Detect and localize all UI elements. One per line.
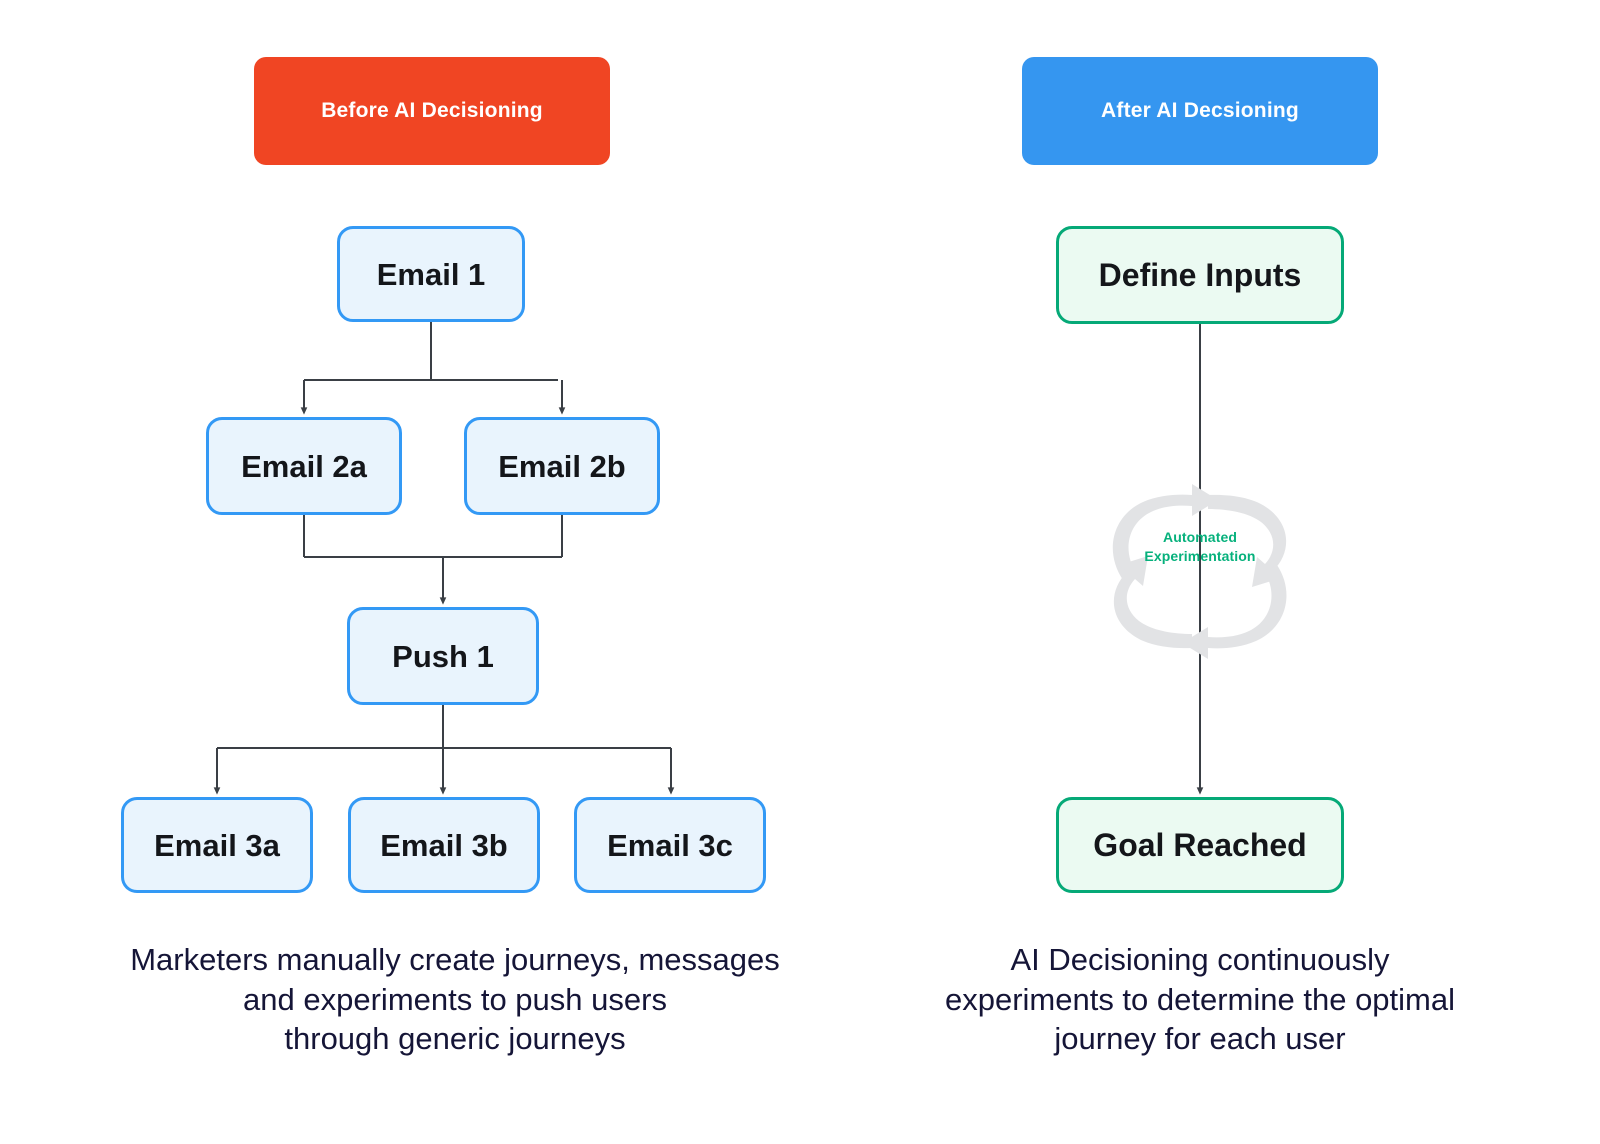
node-define-inputs[interactable]: Define Inputs (1056, 226, 1344, 324)
node-email-2a[interactable]: Email 2a (206, 417, 402, 515)
node-email-3a[interactable]: Email 3a (121, 797, 313, 893)
automated-experimentation-cycle-icon (1112, 484, 1287, 659)
header-pill-before: Before AI Decisioning (254, 57, 610, 165)
caption-after-line-3: journey for each user (1054, 1021, 1346, 1057)
cycle-label-line-1: Automated (1162, 529, 1237, 545)
caption-before: Marketers manually create journeys, mess… (60, 940, 850, 1059)
caption-before-line-2: and experiments to push users (243, 981, 667, 1017)
connector-row2-to-push1 (303, 515, 563, 605)
node-email-3b[interactable]: Email 3b (348, 797, 540, 893)
node-email-3c[interactable]: Email 3c (574, 797, 766, 893)
connector-push1-to-row3 (213, 705, 675, 795)
connector-email1-to-row2 (300, 322, 566, 415)
caption-after-line-2: experiments to determine the optimal (944, 981, 1456, 1017)
node-push-1[interactable]: Push 1 (347, 607, 539, 705)
node-email-2b[interactable]: Email 2b (464, 417, 660, 515)
caption-before-line-1: Marketers manually create journeys, mess… (130, 942, 780, 977)
caption-before-line-3: through generic journeys (284, 1021, 626, 1057)
header-pill-after: After AI Decsioning (1022, 57, 1378, 165)
caption-after: AI Decisioning continuously experiments … (880, 940, 1520, 1059)
caption-after-line-1: AI Decisioning continuously (1010, 942, 1390, 977)
cycle-label-line-2: Experimentation (1144, 547, 1256, 564)
automated-experimentation-label: Automated Experimentation (1110, 528, 1290, 566)
node-goal-reached[interactable]: Goal Reached (1056, 797, 1344, 893)
node-email-1[interactable]: Email 1 (337, 226, 525, 322)
